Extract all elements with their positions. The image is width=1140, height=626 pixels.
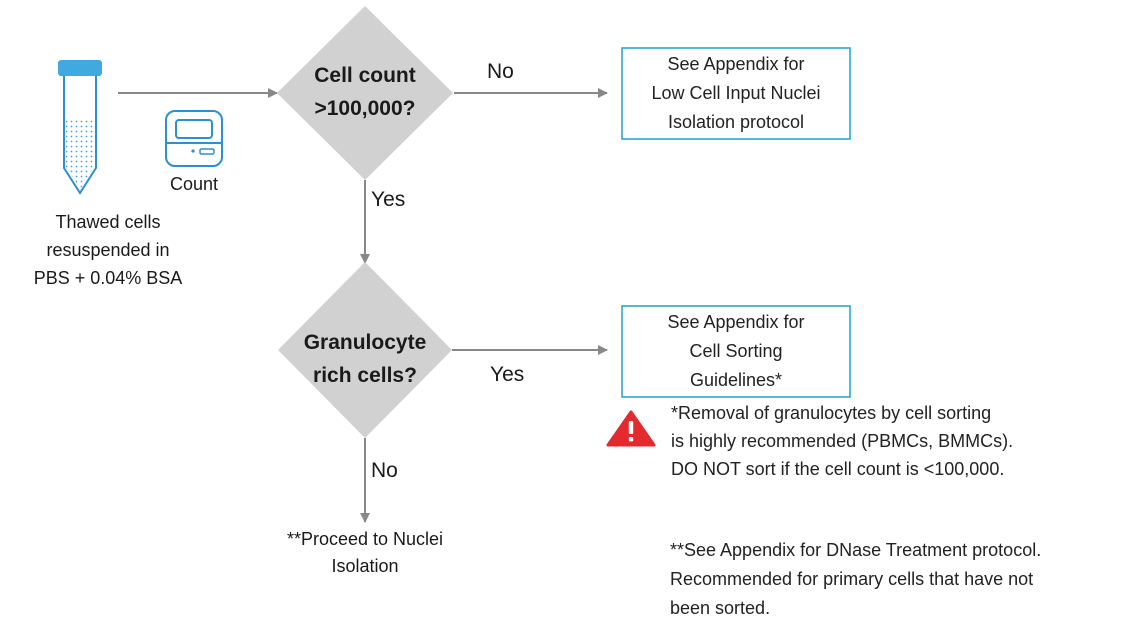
decision2-diamond — [278, 262, 452, 438]
count-label: Count — [169, 174, 219, 194]
dnase-treatment-note: **See Appendix for DNase Treatment proto… — [670, 536, 1041, 623]
appendix-low-input-text: See Appendix for Low Cell Input Nuclei I… — [622, 50, 850, 137]
appendix-low-input-box — [621, 47, 851, 140]
warning-note-line-2: is highly recommended (PBMCs, BMMCs). — [671, 431, 1014, 451]
granulocyte-warning-note: *Removal of granulocytes by cell sorting… — [671, 399, 1013, 483]
decision2-no-label: No — [371, 459, 398, 482]
appendix-low-input-line-1: See Appendix for — [667, 54, 805, 74]
proceed-nuclei-isolation-label: **Proceed to Nuclei Isolation — [255, 526, 475, 580]
thawed-cells-line-2: resuspended in — [46, 240, 170, 260]
decision2-yes-label: Yes — [490, 363, 525, 386]
appendix-sorting-box — [621, 305, 851, 398]
proceed-line-1: **Proceed to Nuclei — [286, 529, 444, 549]
appendix-low-input-line-2: Low Cell Input Nuclei — [651, 83, 821, 103]
dnase-note-line-3: been sorted. — [670, 598, 771, 618]
decision1-line-1: Cell count — [314, 64, 416, 87]
decision1-diamond — [277, 6, 453, 180]
decision1-question: Cell count >100,000? — [285, 59, 445, 125]
thawed-cells-line-1: Thawed cells — [55, 212, 161, 232]
warning-triangle-icon — [606, 410, 656, 447]
decision2-line-1: Granulocyte — [303, 331, 427, 354]
warning-note-line-1: *Removal of granulocytes by cell sorting — [671, 403, 992, 423]
test-tube-icon — [58, 60, 102, 195]
decision2-line-2: rich cells? — [313, 364, 417, 387]
appendix-low-input-line-3: Isolation protocol — [667, 112, 805, 132]
dnase-note-line-1: **See Appendix for DNase Treatment proto… — [670, 540, 1042, 560]
decision1-no-label: No — [487, 60, 514, 83]
decision2-question: Granulocyte rich cells? — [285, 326, 445, 392]
warning-note-line-3: DO NOT sort if the cell count is <100,00… — [671, 459, 1005, 479]
appendix-sorting-line-2: Cell Sorting — [689, 341, 783, 361]
decision1-yes-label: Yes — [371, 188, 406, 211]
appendix-sorting-line-3: Guidelines* — [689, 370, 783, 390]
proceed-line-2: Isolation — [331, 556, 399, 576]
thawed-cells-label: Thawed cells resuspended in PBS + 0.04% … — [8, 208, 208, 292]
appendix-sorting-text: See Appendix for Cell Sorting Guidelines… — [622, 308, 850, 395]
cell-counter-icon — [165, 110, 223, 167]
decision1-line-2: >100,000? — [314, 97, 416, 120]
appendix-sorting-line-1: See Appendix for — [667, 312, 805, 332]
thawed-cells-line-3: PBS + 0.04% BSA — [33, 268, 183, 288]
dnase-note-line-2: Recommended for primary cells that have … — [670, 569, 1034, 589]
